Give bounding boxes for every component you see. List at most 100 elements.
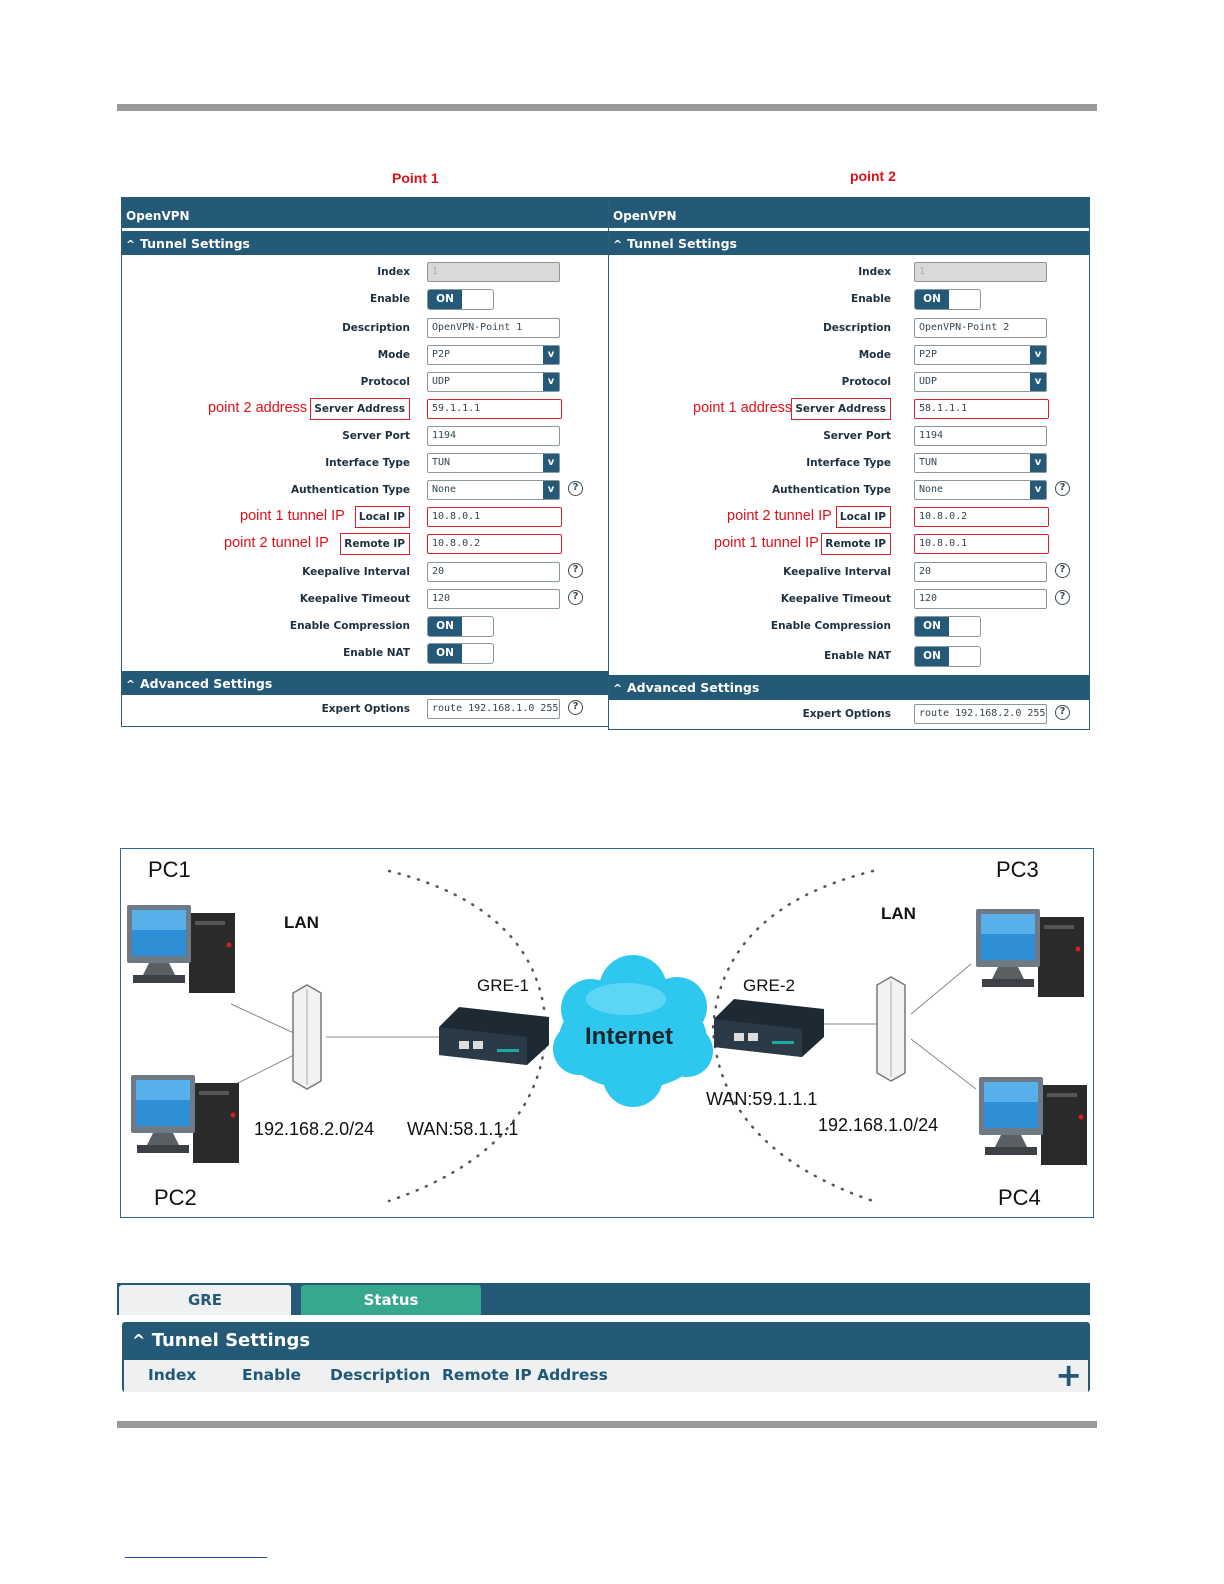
footnote-separator [125, 1557, 267, 1558]
remote-ip-annotation: point 2 tunnel IP [224, 535, 329, 551]
tunnel-settings-header[interactable]: ^Tunnel Settings [122, 231, 608, 255]
enable-toggle[interactable]: ON [914, 289, 981, 310]
pc4-label: PC4 [998, 1185, 1041, 1210]
gre1-label: GRE-1 [477, 976, 529, 995]
description-input[interactable]: OpenVPN-Point 1 [427, 318, 560, 338]
expert-options-label: Expert Options [321, 703, 410, 715]
auth-type-label: Authentication Type [772, 484, 891, 496]
keepalive-timeout-label: Keepalive Timeout [780, 593, 891, 605]
gre2-router-icon [714, 999, 824, 1057]
interface-type-select[interactable]: TUN [914, 453, 1047, 473]
remote-ip-input[interactable]: 10.8.0.2 [427, 534, 562, 554]
lan-right-label: LAN [881, 904, 916, 923]
keepalive-timeout-input[interactable]: 120 [427, 589, 560, 609]
enable-nat-toggle[interactable]: ON [427, 643, 494, 664]
help-icon[interactable]: ? [568, 700, 583, 715]
plus-icon[interactable]: + [1055, 1356, 1082, 1394]
tab-status[interactable]: Status [301, 1285, 481, 1315]
interface-type-select[interactable]: TUN [427, 453, 560, 473]
index-field: 1 [914, 262, 1047, 282]
gre2-label: GRE-2 [743, 976, 795, 995]
enable-compression-toggle[interactable]: ON [427, 616, 494, 637]
remote-ip-label: Remote IP [340, 533, 410, 555]
protocol-label: Protocol [841, 376, 891, 388]
chevron-up-icon: ^ [126, 678, 136, 691]
help-icon[interactable]: ? [1055, 590, 1070, 605]
server-address-annotation: point 2 address [208, 400, 308, 416]
pc4-icon [979, 1077, 1087, 1165]
advanced-settings-header[interactable]: ^Advanced Settings [609, 672, 1089, 700]
column-remote-ip-address: Remote IP Address [442, 1366, 608, 1384]
server-address-input[interactable]: 59.1.1.1 [427, 399, 562, 419]
interface-type-label: Interface Type [806, 457, 891, 469]
switch-right-icon [876, 976, 906, 1082]
toggle-on-state: ON [915, 617, 949, 636]
keepalive-interval-input[interactable]: 20 [427, 562, 560, 582]
internet-cloud-icon [553, 955, 713, 1107]
wan-right-label: WAN:59.1.1.1 [706, 1089, 818, 1109]
keepalive-interval-input[interactable]: 20 [914, 562, 1047, 582]
mode-select[interactable]: P2P [427, 345, 560, 365]
pc3-label: PC3 [996, 857, 1039, 882]
help-icon[interactable]: ? [568, 590, 583, 605]
server-address-label: Server Address [310, 398, 410, 420]
tab-gre[interactable]: GRE [119, 1285, 291, 1315]
server-address-label: Server Address [791, 398, 891, 420]
description-input[interactable]: OpenVPN-Point 2 [914, 318, 1047, 338]
pc3-icon [976, 909, 1084, 997]
internet-label: Internet [585, 1023, 674, 1050]
protocol-label: Protocol [360, 376, 410, 388]
auth-type-select[interactable]: None [914, 480, 1047, 500]
remote-ip-input[interactable]: 10.8.0.1 [914, 534, 1049, 554]
enable-label: Enable [851, 293, 891, 305]
advanced-settings-header[interactable]: ^Advanced Settings [122, 668, 608, 695]
help-icon[interactable]: ? [568, 481, 583, 496]
mode-label: Mode [377, 349, 410, 361]
help-icon[interactable]: ? [1055, 481, 1070, 496]
toggle-on-state: ON [428, 290, 462, 309]
interface-type-label: Interface Type [325, 457, 410, 469]
toggle-on-state: ON [915, 647, 949, 666]
local-ip-label: Local IP [354, 506, 410, 528]
protocol-select[interactable]: UDP [427, 372, 560, 392]
link-switch-pc3 [910, 963, 972, 1015]
mode-select[interactable]: P2P [914, 345, 1047, 365]
gre-tunnel-settings-label: Tunnel Settings [151, 1330, 311, 1351]
diagram-graphics [127, 869, 1087, 1203]
keepalive-timeout-input[interactable]: 120 [914, 589, 1047, 609]
local-ip-input[interactable]: 10.8.0.1 [427, 507, 562, 527]
local-ip-annotation: point 1 tunnel IP [240, 508, 345, 524]
remote-ip-annotation: point 1 tunnel IP [714, 535, 819, 551]
server-port-input[interactable]: 1194 [914, 426, 1047, 446]
protocol-select[interactable]: UDP [914, 372, 1047, 392]
advanced-settings-body: Expert Options route 192.168.1.0 255? [122, 695, 608, 725]
server-port-input[interactable]: 1194 [427, 426, 560, 446]
tunnel-settings-header[interactable]: ^Tunnel Settings [609, 231, 1089, 255]
bottom-rule [117, 1421, 1097, 1428]
expert-options-input[interactable]: route 192.168.2.0 255 [914, 704, 1047, 724]
gre-settings: GRE Status ^ Tunnel Settings Index Enabl… [117, 1283, 1090, 1393]
help-icon[interactable]: ? [568, 563, 583, 578]
remote-ip-label: Remote IP [821, 533, 891, 555]
expert-options-input[interactable]: route 192.168.1.0 255 [427, 699, 560, 719]
toggle-on-state: ON [915, 290, 949, 309]
column-enable: Enable [242, 1366, 302, 1384]
gre-tunnel-settings-header[interactable]: ^ Tunnel Settings [124, 1324, 1088, 1360]
enable-compression-toggle[interactable]: ON [914, 616, 981, 637]
help-icon[interactable]: ? [1055, 705, 1070, 720]
auth-type-select[interactable]: None [427, 480, 560, 500]
server-address-input[interactable]: 58.1.1.1 [914, 399, 1049, 419]
enable-nat-toggle[interactable]: ON [914, 646, 981, 667]
link-pc1-switch [230, 1003, 297, 1035]
local-ip-input[interactable]: 10.8.0.2 [914, 507, 1049, 527]
help-icon[interactable]: ? [1055, 563, 1070, 578]
enable-toggle[interactable]: ON [427, 289, 494, 310]
gre1-router-icon [439, 1007, 549, 1065]
enable-compression-label: Enable Compression [770, 620, 891, 632]
link-pc2-switch [235, 1053, 297, 1085]
tunnel-settings-label: Tunnel Settings [140, 236, 250, 251]
link-switch-pc4 [910, 1038, 977, 1090]
point-2-title: point 2 [850, 168, 896, 184]
